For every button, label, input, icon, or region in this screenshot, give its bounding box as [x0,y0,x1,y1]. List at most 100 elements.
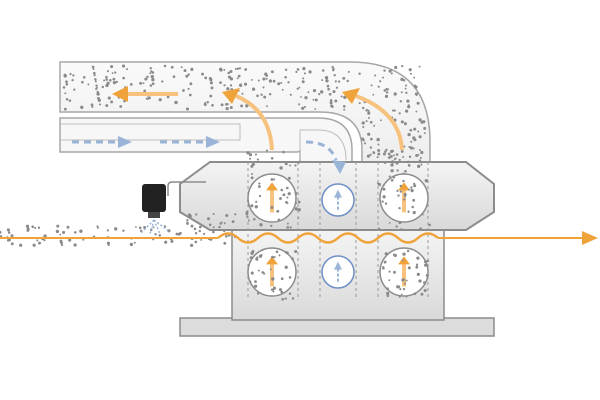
housing-right-particle [396,189,399,193]
infeed-particle [138,226,142,230]
exhaust-bend-particle [389,154,393,158]
exhaust-particle [65,80,68,84]
housing-left-particle [258,194,262,198]
exhaust-particle [110,100,114,104]
exhaust-particle [185,74,189,78]
exhaust-bend-particle [391,109,394,112]
exhaust-particle [414,85,418,89]
exhaust-particle [277,82,281,86]
exhaust-particle [91,105,94,108]
exhaust-bend-particle [400,120,404,124]
housing-right-particle [410,186,413,189]
exhaust-particle [321,79,324,82]
exhaust-bend-particle [387,152,391,156]
exhaust-particle [334,80,337,83]
roller-lower-left-particle [275,250,279,254]
housing-right-particle [390,169,394,173]
exhaust-particle [161,80,164,83]
housing-right-particle [399,184,403,188]
roller-lower-right-particle [397,285,401,288]
exhaust-bend-particle [362,125,365,129]
roller-lower-left-particle [256,292,260,295]
exhaust-particle [170,65,174,69]
exhaust-particle [343,95,347,99]
exhaust-particle [260,93,263,96]
roller-lower-right-particle [406,249,410,253]
exhaust-particle [303,105,307,108]
exhaust-bend-particle [377,152,381,156]
housing-left-particle [282,150,285,154]
housing-right-particle [398,206,401,210]
exhaust-bend-particle [400,150,404,153]
exhaust-particle [81,80,84,84]
exhaust-particle [63,107,67,111]
exhaust-bend-particle [423,126,427,130]
housing-right-particle [424,179,428,183]
exhaust-particle [223,84,226,87]
roller-lower-left-particle [288,276,292,279]
roller-lower-right-particle [425,273,429,277]
exhaust-particle [289,93,292,96]
spray-particle [225,235,228,238]
roller-lower-left-particle [270,288,274,291]
housing-right-particle [393,154,395,157]
exhaust-particle [68,99,71,102]
exhaust-particle [280,81,283,84]
infeed-particle [152,226,155,229]
exhaust-particle [139,81,143,85]
exhaust-bend-particle [379,119,382,122]
exhaust-particle [262,77,266,81]
roller-lower-left-particle [269,268,272,271]
roller-lower-left-particle [281,297,285,301]
infeed-particle [73,243,77,247]
housing-right-particle [413,184,417,188]
exhaust-particle [142,82,145,85]
housing-right-particle [395,161,399,165]
roller-lower-right-particle [383,260,387,264]
spray-particle [189,214,192,218]
exhaust-bend-particle [366,154,371,158]
exhaust-particle [105,78,108,81]
exhaust-particle [415,93,418,97]
infeed-particle [10,234,14,238]
housing-right-particle [406,160,410,164]
housing-left-particle [270,205,274,210]
exhaust-bend-particle [376,137,380,142]
exhaust-particle [106,70,110,73]
housing-left-particle [246,215,249,218]
exhaust-particle [172,75,176,79]
spray-particle [219,222,222,225]
exhaust-bend-particle [418,135,422,139]
exhaust-particle [332,90,336,94]
exhaust-particle [64,92,67,95]
guide-lines [247,162,429,300]
exhaust-particle [240,104,244,108]
exhaust-particle [333,74,336,77]
exhaust-bend-particle [377,149,381,152]
exhaust-particle [393,92,397,96]
infeed-particle [143,226,147,229]
exhaust-particle [71,79,74,82]
exhaust-particle [111,72,114,75]
housing-right-particle [420,163,423,166]
roller-lower-left-particle [278,254,281,257]
housing-left-particle [287,176,291,180]
exhaust-bend-particle [410,140,413,143]
housing-right-particle [408,155,412,158]
exhaust-particle [109,79,112,82]
housing-left-particle [287,192,291,196]
exhaust-particle [226,103,229,106]
exhaust-particle [390,72,393,75]
roller-lower-right-particle [386,287,389,291]
spray-particle [207,217,210,221]
exhaust-particle [122,76,125,80]
exhaust-bend-particle [408,146,411,149]
exhaust-particle [185,107,190,111]
housing-left-particle [270,157,274,160]
spray-particle [195,213,198,216]
exhaust-bend-particle [419,156,422,159]
roller-cool-5 [321,183,355,217]
infeed-particle [122,229,125,232]
exhaust-particle [112,77,116,81]
